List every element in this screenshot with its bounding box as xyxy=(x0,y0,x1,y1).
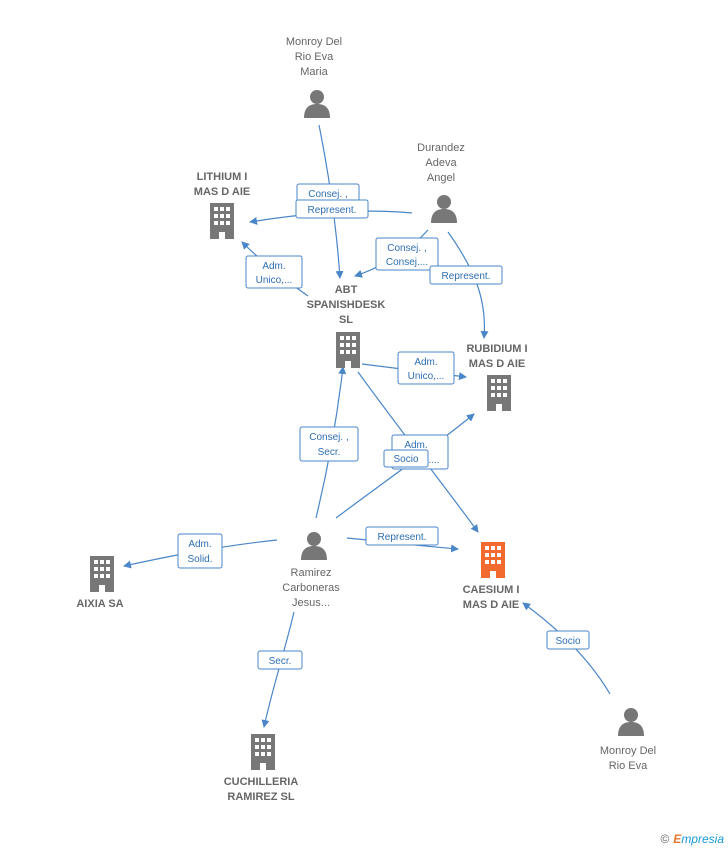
svg-text:Secr.: Secr. xyxy=(269,656,292,667)
svg-text:Adm.: Adm. xyxy=(404,440,427,451)
svg-text:Adm.: Adm. xyxy=(188,539,211,550)
svg-text:Carboneras: Carboneras xyxy=(282,582,340,594)
node-lithium[interactable]: LITHIUM I MAS D AIE xyxy=(194,171,250,239)
node-caesium[interactable]: CAESIUM I MAS D AIE xyxy=(463,542,520,611)
edge-label-adm-unico-1[interactable]: Adm. Unico,... xyxy=(245,255,303,289)
svg-text:Adm.: Adm. xyxy=(414,357,437,368)
person-icon xyxy=(431,195,457,223)
brand-first-letter: E xyxy=(673,832,682,846)
node-monroy-eva[interactable]: Monroy Del Rio Eva xyxy=(600,708,656,772)
svg-text:AIXIA SA: AIXIA SA xyxy=(76,598,123,610)
edge-label-socio-2[interactable]: Socio xyxy=(546,630,590,650)
svg-text:Maria: Maria xyxy=(300,66,328,78)
node-abt[interactable]: ABT SPANISHDESK SL xyxy=(307,284,386,368)
node-ramirez[interactable]: Ramirez Carboneras Jesus... xyxy=(282,532,340,609)
svg-text:Socio: Socio xyxy=(393,454,418,465)
svg-text:Adm.: Adm. xyxy=(262,261,285,272)
svg-text:ABT: ABT xyxy=(335,284,358,296)
person-icon xyxy=(301,532,327,560)
brand-rest: mpresia xyxy=(681,832,724,846)
edge-label-consej-1[interactable]: Consej. , xyxy=(296,183,360,203)
edge-label-represent-1[interactable]: Represent. xyxy=(295,199,369,219)
svg-text:Consej....: Consej.... xyxy=(386,257,428,268)
svg-text:Monroy Del: Monroy Del xyxy=(286,36,342,48)
svg-text:MAS D AIE: MAS D AIE xyxy=(469,358,525,370)
svg-text:Angel: Angel xyxy=(427,172,455,184)
node-aixia[interactable]: AIXIA SA xyxy=(76,556,124,610)
svg-text:SPANISHDESK: SPANISHDESK xyxy=(307,299,386,311)
svg-text:MAS D AIE: MAS D AIE xyxy=(463,599,519,611)
svg-text:MAS D AIE: MAS D AIE xyxy=(194,186,250,198)
building-icon xyxy=(487,375,511,411)
svg-text:....: .... xyxy=(428,455,439,466)
copyright-symbol: © xyxy=(660,832,670,846)
person-icon xyxy=(304,90,330,118)
footer-brand: © Empresia xyxy=(660,832,724,846)
edge-label-consej-2[interactable]: Consej. , Consej.... xyxy=(375,237,439,271)
person-icon xyxy=(618,708,644,736)
edge-label-adm-unico-2[interactable]: Adm. Unico,... xyxy=(397,351,455,385)
svg-text:Represent.: Represent. xyxy=(378,532,427,543)
svg-text:Solid.: Solid. xyxy=(187,554,212,565)
svg-text:Adeva: Adeva xyxy=(425,157,457,169)
edge-ramirez-to-cuchilleria xyxy=(261,611,295,728)
svg-text:LITHIUM I: LITHIUM I xyxy=(197,171,248,183)
svg-text:Consej. ,: Consej. , xyxy=(308,189,347,200)
svg-text:Secr.: Secr. xyxy=(318,447,341,458)
node-monroy-eva-maria[interactable]: Monroy Del Rio Eva Maria xyxy=(286,36,342,118)
building-icon xyxy=(210,203,234,239)
svg-text:Unico,...: Unico,... xyxy=(408,371,445,382)
svg-text:Jesus...: Jesus... xyxy=(292,597,330,609)
edge-label-represent-2[interactable]: Represent. xyxy=(429,265,503,285)
edge-durandez-to-rubidium xyxy=(447,231,489,339)
svg-text:Socio: Socio xyxy=(555,636,580,647)
svg-text:Ramirez: Ramirez xyxy=(291,567,332,579)
edge-label-socio-1[interactable]: Socio xyxy=(383,449,429,468)
edge-labels: Consej. , Represent. Consej. , Consej...… xyxy=(177,183,590,670)
svg-text:Rio Eva: Rio Eva xyxy=(295,51,334,63)
svg-text:RAMIREZ SL: RAMIREZ SL xyxy=(227,791,295,803)
svg-text:Durandez: Durandez xyxy=(417,142,465,154)
edge-label-adm-solid[interactable]: Adm. Solid. xyxy=(177,533,223,569)
edge-label-consej-secr[interactable]: Consej. , Secr. xyxy=(299,426,359,462)
svg-text:Consej. ,: Consej. , xyxy=(309,432,348,443)
node-durandez[interactable]: Durandez Adeva Angel xyxy=(417,142,465,223)
edge-label-represent-3[interactable]: Represent. xyxy=(365,526,439,546)
svg-text:Monroy Del: Monroy Del xyxy=(600,745,656,757)
svg-text:Represent.: Represent. xyxy=(442,271,491,282)
building-icon xyxy=(251,734,275,770)
svg-text:Represent.: Represent. xyxy=(308,205,357,216)
building-icon-highlighted xyxy=(481,542,505,578)
svg-text:RUBIDIUM I: RUBIDIUM I xyxy=(466,343,527,355)
svg-text:CAESIUM I: CAESIUM I xyxy=(463,584,520,596)
svg-text:Unico,...: Unico,... xyxy=(256,275,293,286)
node-cuchilleria[interactable]: CUCHILLERIA RAMIREZ SL xyxy=(224,734,299,803)
edge-label-secr[interactable]: Secr. xyxy=(257,650,303,670)
svg-text:Consej. ,: Consej. , xyxy=(387,243,426,254)
brand-logo[interactable]: Empresia xyxy=(673,832,724,846)
svg-text:CUCHILLERIA: CUCHILLERIA xyxy=(224,776,299,788)
node-rubidium[interactable]: RUBIDIUM I MAS D AIE xyxy=(466,343,528,411)
building-icon xyxy=(336,332,360,368)
svg-text:SL: SL xyxy=(339,314,353,326)
svg-text:Rio Eva: Rio Eva xyxy=(609,760,648,772)
nodes: Monroy Del Rio Eva Maria Durandez Adeva … xyxy=(76,36,656,803)
building-icon xyxy=(90,556,114,592)
